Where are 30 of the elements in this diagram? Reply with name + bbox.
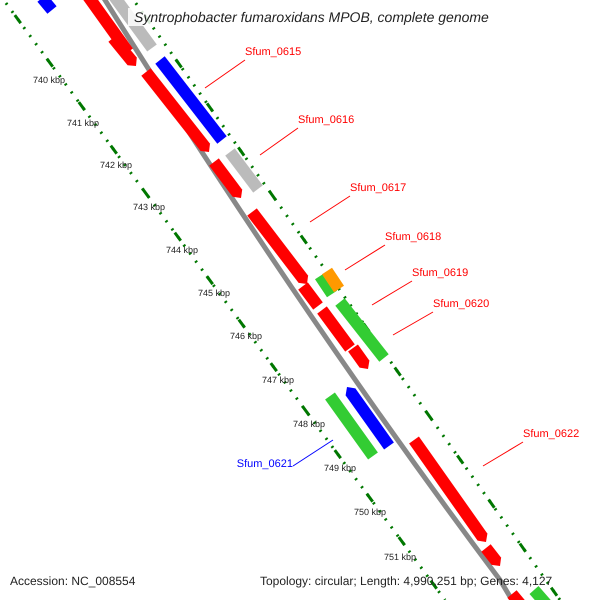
scale-label: 746 kbp	[230, 332, 262, 341]
gene-label: Sfum_0619	[412, 268, 468, 279]
scale-label: 749 kbp	[324, 464, 356, 473]
gene-label: Sfum_0620	[433, 299, 490, 310]
leader-line	[344, 244, 386, 270]
leader-line	[292, 440, 334, 466]
scale-label: 740 kbp	[33, 76, 66, 85]
leader-line	[204, 60, 246, 88]
leader-line	[310, 196, 350, 222]
leader-line	[482, 442, 524, 466]
scale-label: 742 kbp	[100, 161, 132, 170]
leader-line	[372, 280, 412, 306]
gene-label: Sfum_0617	[350, 183, 406, 194]
leader-line	[392, 312, 434, 336]
gene-label: Sfum_0615	[245, 47, 302, 58]
info-text: Accession: NC_008554	[10, 575, 136, 587]
scale-label: 743 kbp	[133, 203, 166, 212]
gene-label: Sfum_0618	[385, 232, 442, 243]
info-text: Topology: circular; Length: 4,990,251 bp; Genes: 4,127	[260, 575, 552, 587]
gene-label: Sfum_0622	[523, 429, 580, 440]
scale-label: 744 kbp	[166, 246, 198, 255]
scale-label: 750 kbp	[354, 508, 386, 517]
leader-line	[260, 128, 298, 156]
scale-label: 751 kbp	[384, 553, 416, 562]
scale-label: 741 kbp	[67, 119, 100, 128]
gene-label: Sfum_0616	[298, 115, 354, 126]
scale-label: 748 kbp	[293, 420, 326, 429]
scale-label: 745 kbp	[198, 289, 230, 298]
scale-label: 747 kbp	[262, 376, 294, 385]
gene-label: Sfum_0621	[236, 459, 293, 470]
